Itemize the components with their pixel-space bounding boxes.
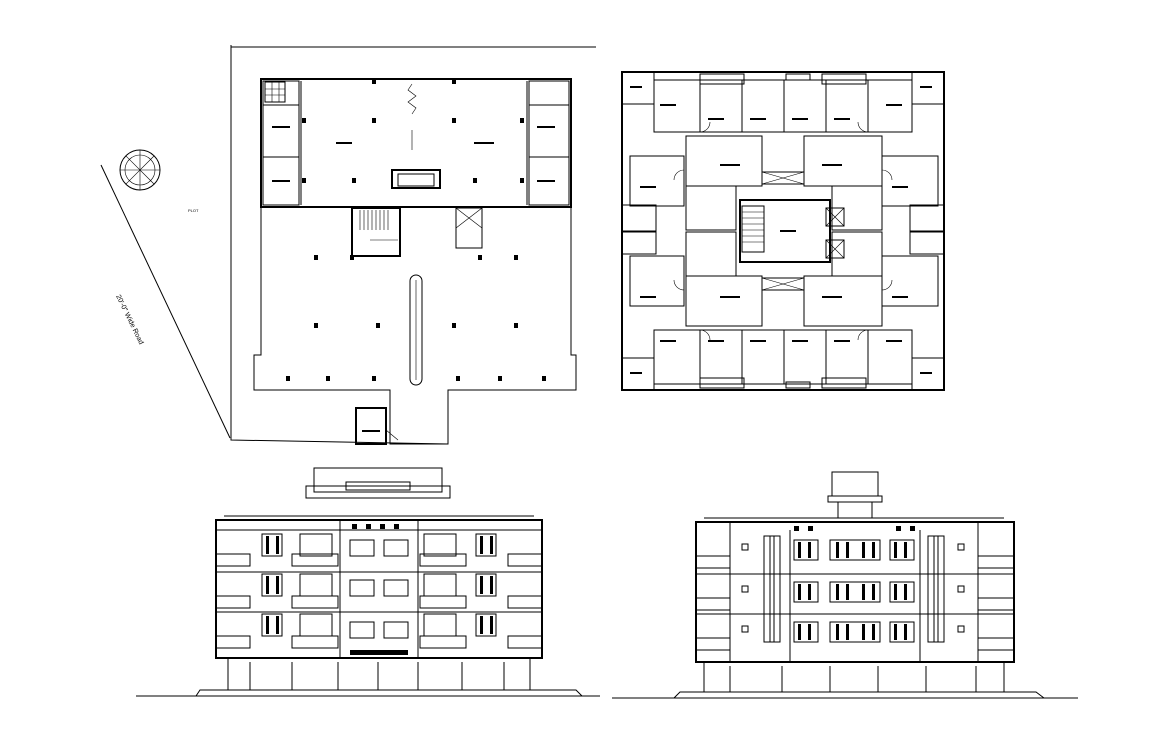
toilet-block	[264, 81, 286, 103]
road-label: 20'-0" Wide Road	[114, 294, 144, 346]
ground-floor-plan: 20'-0" Wide Road PLOT	[100, 45, 596, 445]
north-compass-icon	[119, 149, 161, 191]
typical-floor-plan	[621, 71, 945, 391]
plot-label: PLOT	[188, 208, 199, 213]
road-edge-line	[100, 164, 231, 439]
side-elevation	[612, 471, 1078, 699]
front-elevation	[136, 467, 600, 697]
